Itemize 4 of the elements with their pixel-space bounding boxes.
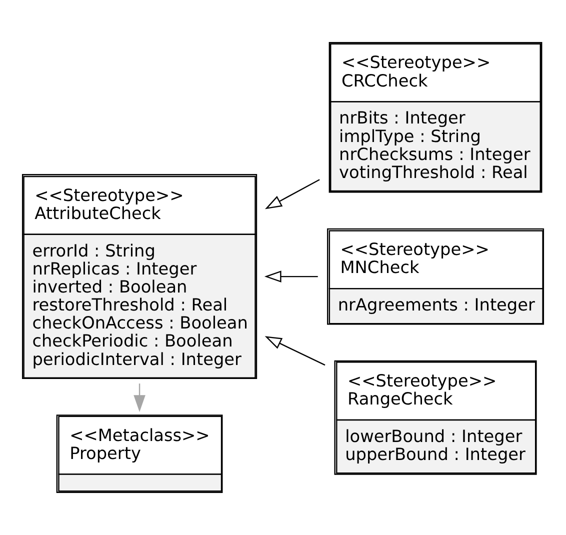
arrow — [264, 336, 326, 366]
arrow — [264, 179, 320, 210]
arrow — [134, 384, 146, 412]
arrow — [264, 270, 318, 282]
